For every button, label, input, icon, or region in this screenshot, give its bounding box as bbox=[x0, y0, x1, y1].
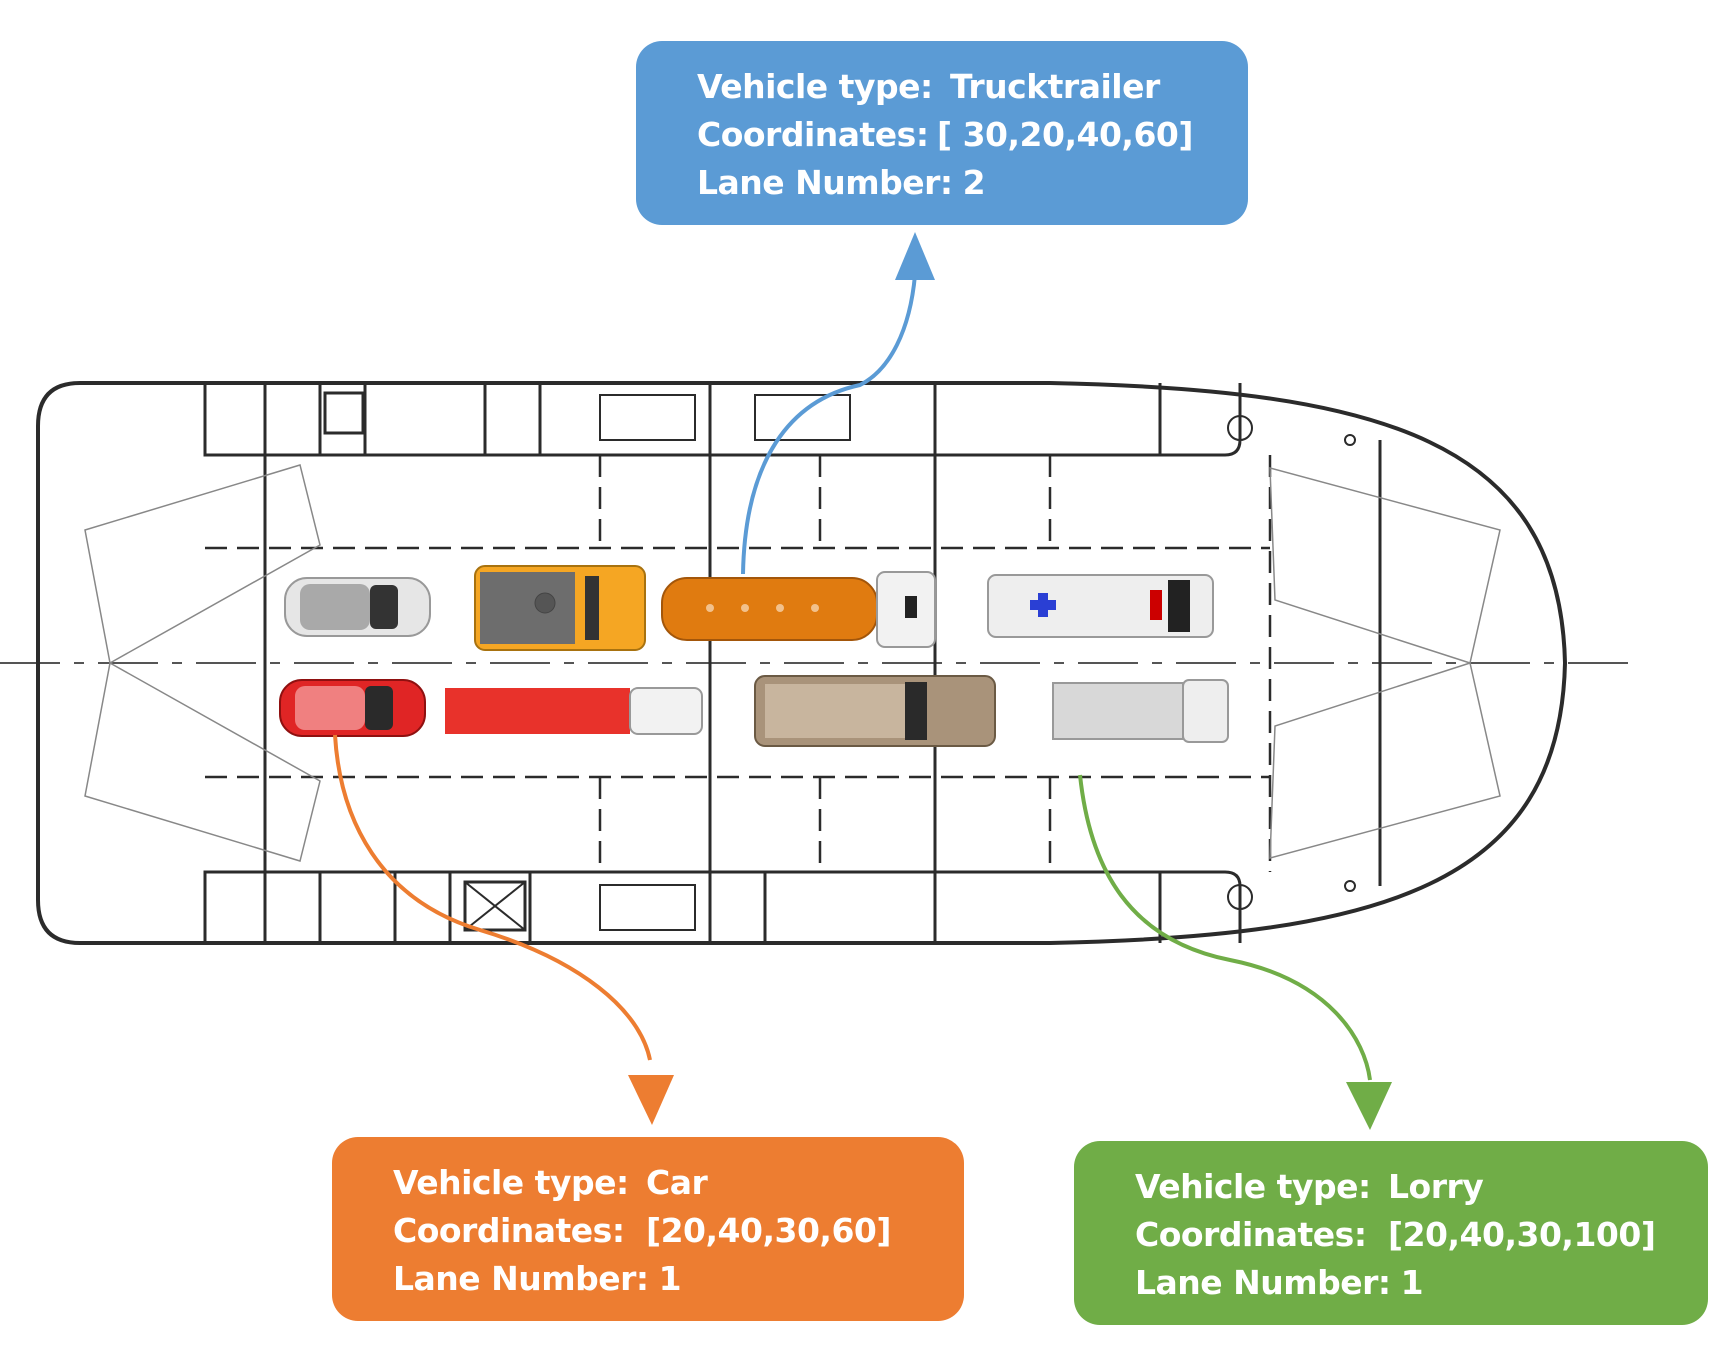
lane-number-label: Lane Number: bbox=[697, 163, 953, 202]
coordinates-label: Coordinates: bbox=[393, 1211, 625, 1250]
lane-number-value: 1 bbox=[1400, 1263, 1424, 1302]
vehicle-car-red bbox=[279, 679, 426, 737]
callout-car: Vehicle type: Car Coordinates: [20,40,30,6… bbox=[332, 1137, 964, 1321]
lane-number-label: Lane Number: bbox=[1135, 1263, 1391, 1302]
ship-hull bbox=[36, 381, 1568, 945]
vehicle-type-label: Vehicle type: bbox=[1135, 1167, 1371, 1206]
vehicle-car-white bbox=[284, 577, 431, 637]
vehicle-type-value: Trucktrailer bbox=[950, 67, 1160, 106]
coordinates-value: [20,40,30,60] bbox=[646, 1211, 891, 1250]
lane-number-label: Lane Number: bbox=[393, 1259, 649, 1298]
callout-trucktrailer: Vehicle type: Trucktrailer Coordinates:[ … bbox=[636, 41, 1248, 225]
coordinates-value: [20,40,30,100] bbox=[1388, 1215, 1656, 1254]
coordinates-value: [ 30,20,40,60] bbox=[937, 115, 1193, 154]
vehicle-type-value: Lorry bbox=[1388, 1167, 1484, 1206]
callout-lorry: Vehicle type: Lorry Coordinates: [20,40,30… bbox=[1074, 1141, 1708, 1325]
coordinates-label: Coordinates: bbox=[1135, 1215, 1367, 1254]
vehicle-pickup-yellow bbox=[474, 565, 646, 651]
lane-number-value: 2 bbox=[962, 163, 986, 202]
vehicle-tanker-orange bbox=[661, 571, 936, 648]
connector-arrow-blue bbox=[741, 274, 917, 575]
lane-frames bbox=[205, 455, 1382, 872]
vehicle-ambulance bbox=[987, 574, 1214, 638]
connector-arrow-orange bbox=[333, 734, 652, 1061]
vehicle-lorry-grey bbox=[1052, 679, 1229, 743]
arrowhead-green bbox=[1346, 1082, 1392, 1130]
connector-arrow-green bbox=[1078, 774, 1372, 1081]
lane-number-value: 1 bbox=[658, 1259, 682, 1298]
vehicle-suv-brown bbox=[754, 675, 996, 747]
vehicle-truck-red bbox=[445, 687, 703, 735]
vehicle-type-label: Vehicle type: bbox=[697, 67, 933, 106]
coordinates-label: Coordinates: bbox=[697, 115, 929, 154]
arrowhead-orange bbox=[628, 1075, 674, 1125]
ramp-flaps bbox=[84, 464, 1501, 862]
vehicle-type-label: Vehicle type: bbox=[393, 1163, 629, 1202]
vehicle-type-value: Car bbox=[646, 1163, 708, 1202]
arrowhead-blue bbox=[895, 232, 935, 280]
